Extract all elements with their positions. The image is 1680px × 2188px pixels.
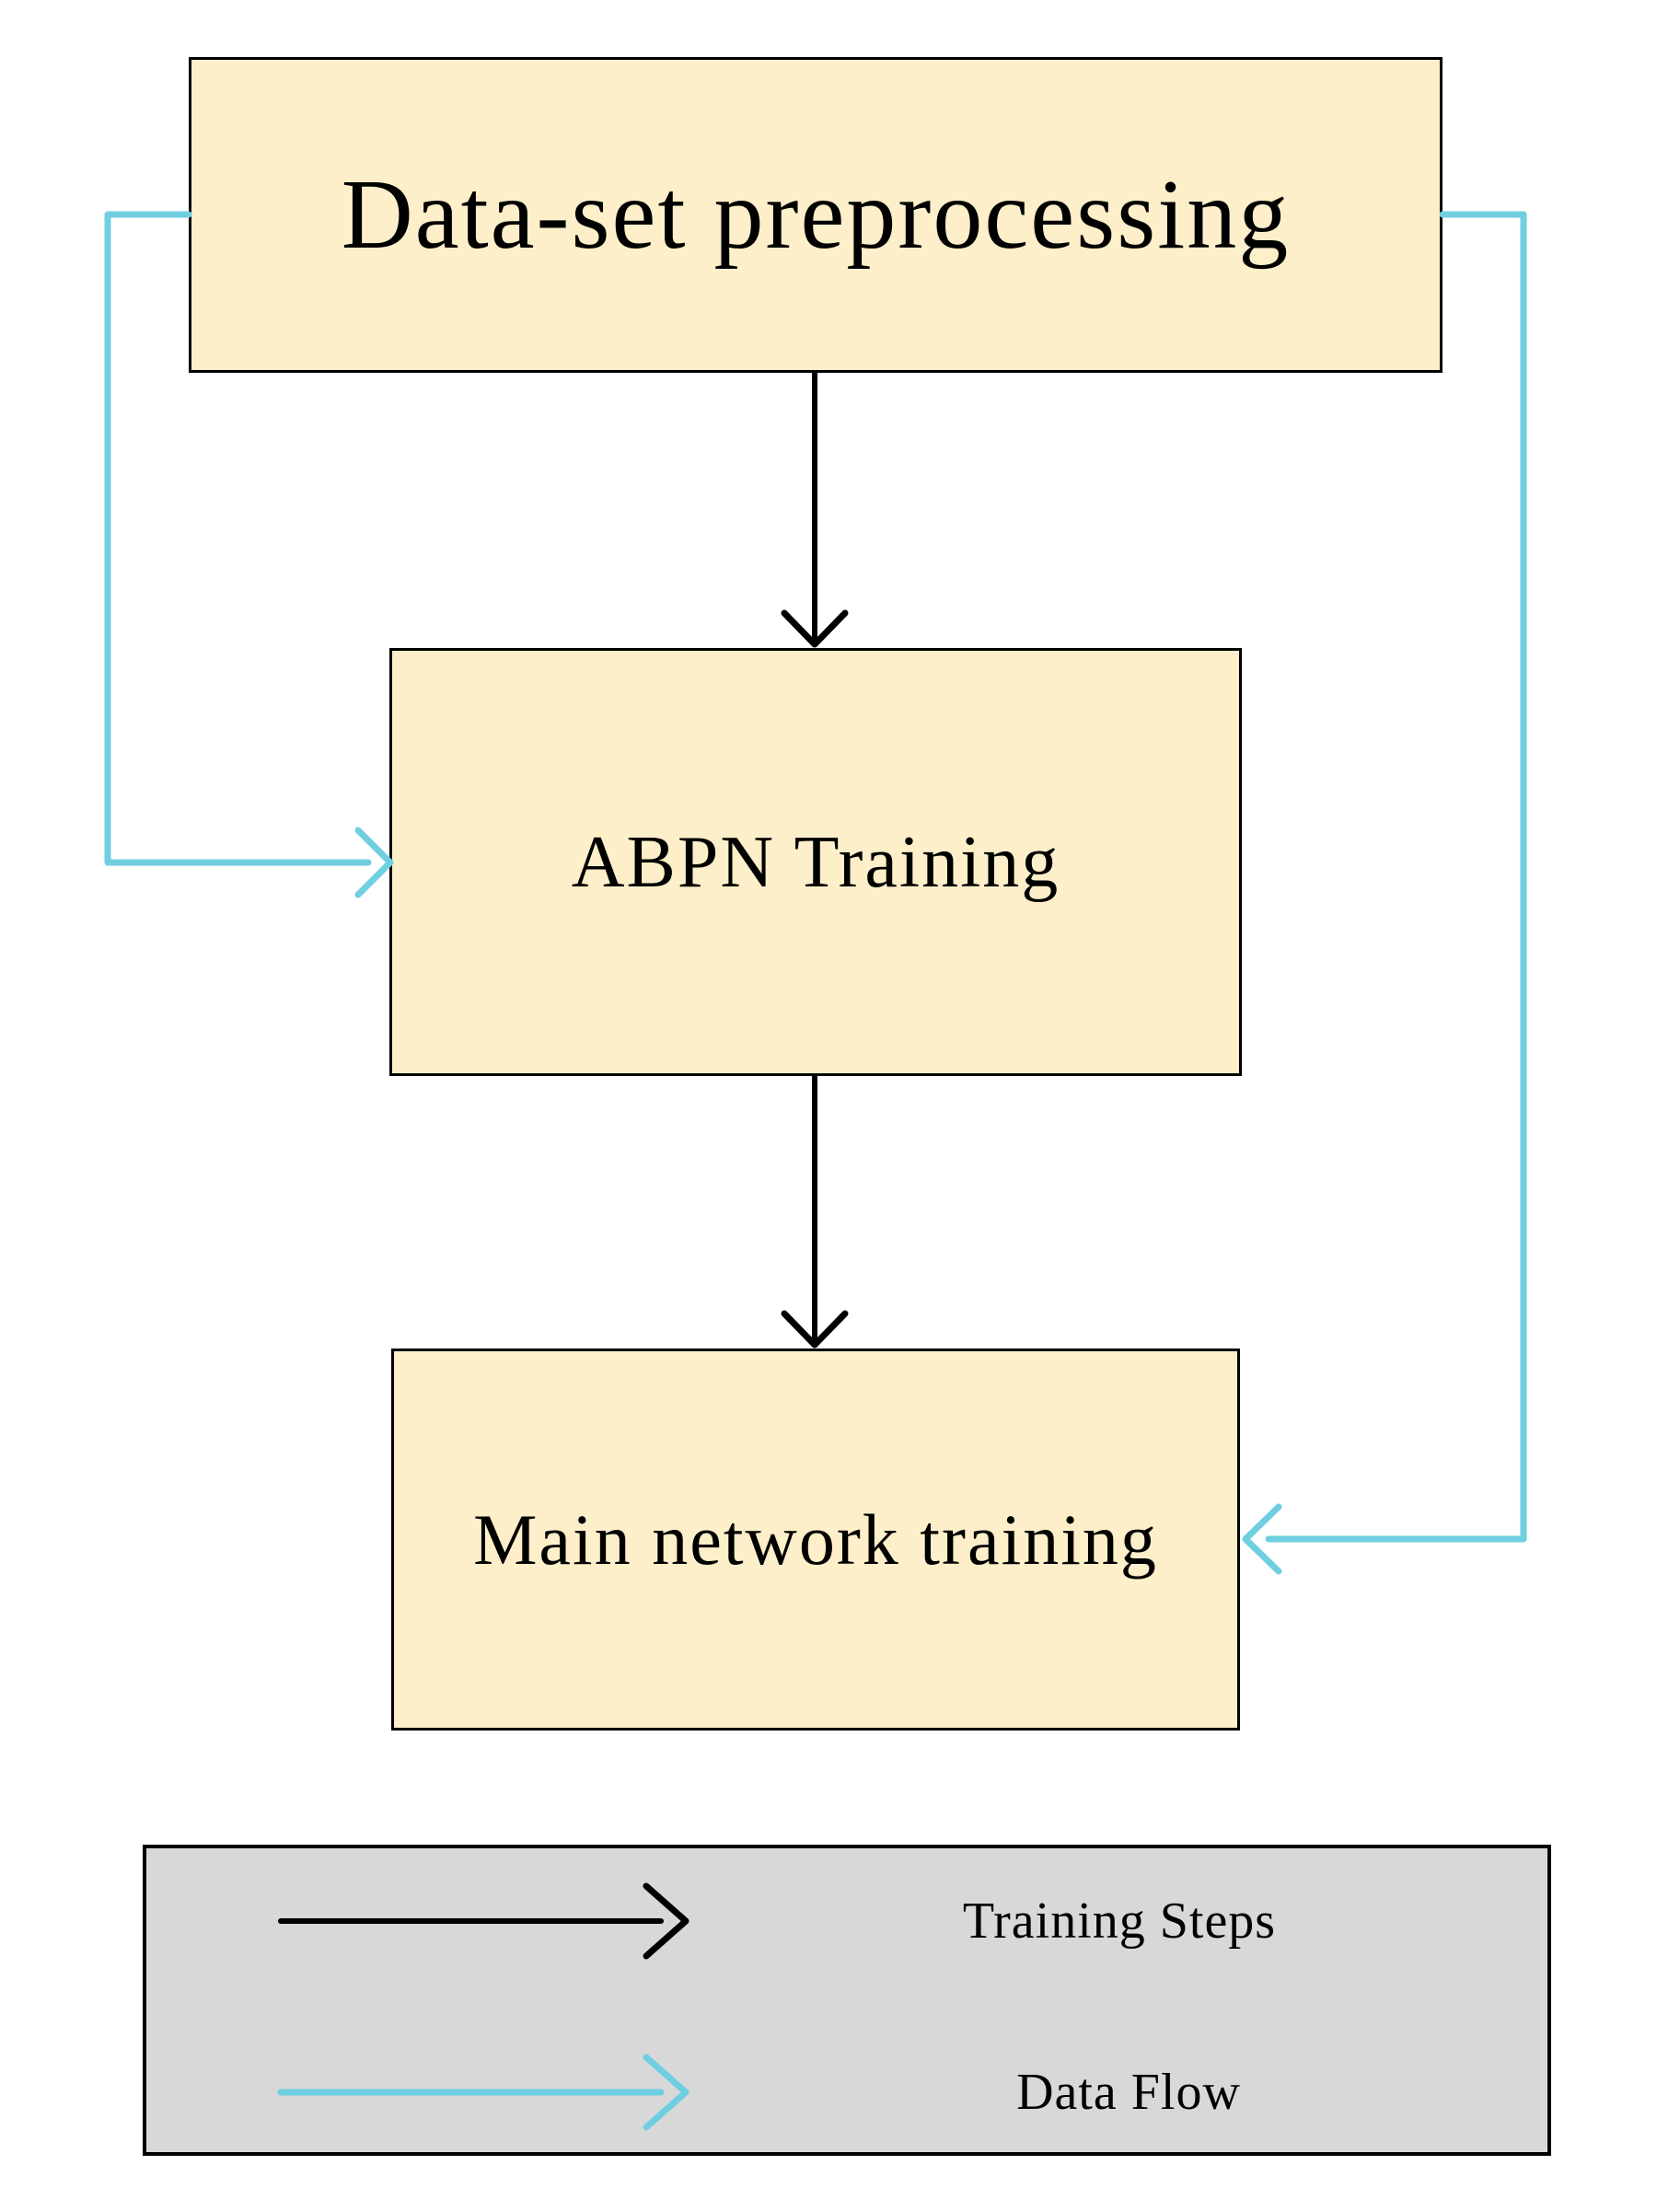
dataflow-arrowhead-main-icon	[1242, 1503, 1282, 1575]
legend-training-steps-label: Training Steps	[962, 1893, 1277, 1950]
arrowhead-preprocessing-to-abpn-icon	[781, 609, 849, 648]
node-dataset-preprocessing-label: Data-set preprocessing	[341, 159, 1291, 270]
legend-data-flow-label: Data Flow	[1016, 2064, 1241, 2121]
node-main-network-training: Main network training	[391, 1349, 1240, 1731]
legend-box	[143, 1845, 1551, 2156]
dataflow-preprocessing-to-main	[1265, 211, 1527, 1543]
node-dataset-preprocessing: Data-set preprocessing	[189, 57, 1442, 373]
node-abpn-training: ABPN Training	[389, 648, 1242, 1076]
dataflow-arrowhead-abpn-icon	[354, 827, 394, 898]
node-main-network-training-label: Main network training	[473, 1499, 1158, 1580]
arrowhead-abpn-to-main-icon	[781, 1310, 849, 1349]
node-abpn-training-label: ABPN Training	[571, 821, 1060, 903]
